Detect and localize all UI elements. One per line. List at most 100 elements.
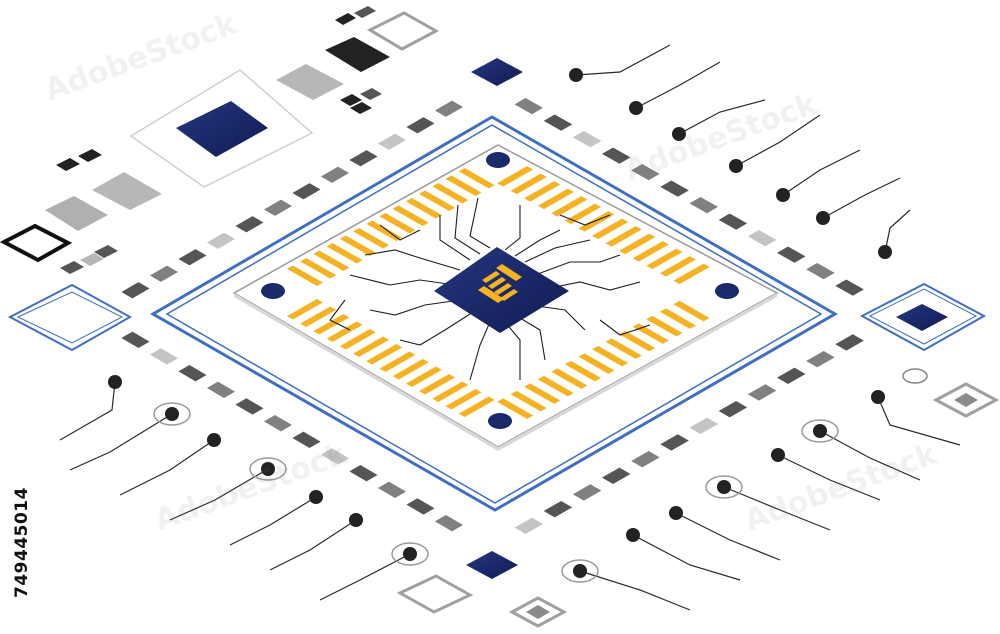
pin (631, 163, 660, 181)
gold-pad (578, 353, 615, 374)
gold-pad (458, 396, 495, 417)
gold-pad (537, 188, 574, 210)
pin (121, 331, 150, 348)
pin (149, 348, 179, 365)
gold-pad (432, 381, 469, 402)
gold-pad (326, 321, 363, 342)
pin (572, 484, 602, 501)
pin (602, 467, 631, 484)
pin (660, 180, 689, 197)
pin (320, 166, 350, 183)
pin (349, 150, 378, 167)
pin (434, 100, 464, 117)
gold-pad (379, 351, 416, 372)
gold-pad (619, 330, 656, 352)
pin (514, 97, 543, 115)
gold-pad (659, 256, 696, 277)
outer-traces (59, 44, 961, 611)
pin (660, 434, 689, 451)
pin (320, 448, 350, 465)
gold-pad (432, 183, 469, 204)
side-components (0, 6, 1000, 628)
pin (543, 500, 573, 518)
stock-id-label: 749445014 (6, 398, 32, 598)
gold-pad (659, 308, 696, 329)
pin (747, 229, 777, 247)
gold-pad (286, 265, 323, 286)
gold-pad (619, 233, 656, 255)
via-dot-icon (261, 152, 739, 429)
pin (434, 514, 464, 532)
gold-pad (510, 390, 547, 412)
outer-frame (149, 115, 839, 512)
stock-id-text: 749445014 (12, 487, 32, 598)
gold-pad (392, 205, 429, 226)
gold-pad (445, 175, 482, 196)
pin (377, 481, 407, 498)
pin (121, 282, 150, 299)
gold-pad (673, 263, 710, 285)
gold-pad (632, 323, 669, 344)
gold-pad (392, 359, 429, 380)
gold-pad (497, 166, 534, 187)
gold-pad (419, 190, 456, 211)
chip-icon (434, 247, 569, 333)
pin (263, 414, 293, 432)
pin (543, 114, 573, 131)
gold-pad (551, 368, 588, 389)
pin (718, 213, 748, 230)
gold-pad (524, 181, 561, 202)
gold-pad (445, 389, 482, 410)
pin (292, 183, 321, 200)
gold-pad (632, 241, 669, 262)
gold-pad (537, 375, 574, 397)
gold-pad (592, 345, 629, 367)
pin (349, 464, 378, 482)
gold-pad (339, 235, 376, 256)
gold-pad (379, 213, 416, 234)
gold-pad (300, 306, 337, 327)
gold-pad (646, 248, 683, 270)
pin (806, 350, 835, 368)
ring-vias (153, 402, 839, 583)
pin (406, 498, 435, 515)
circuit-trace-icon (329, 197, 651, 381)
gold-pad (326, 243, 363, 264)
gold-pad (353, 336, 389, 357)
pin (235, 398, 264, 415)
pin (572, 130, 602, 148)
pin (178, 249, 207, 266)
gold-pad (592, 218, 629, 240)
pin (235, 216, 264, 233)
gold-pad (564, 360, 601, 382)
gold-pad (286, 299, 323, 320)
pin (718, 400, 748, 418)
pin (835, 334, 864, 351)
pin (689, 196, 718, 214)
pin (806, 262, 835, 280)
pin (263, 199, 293, 216)
pin (206, 381, 236, 398)
pin (406, 117, 435, 134)
gold-pad (646, 315, 683, 337)
pin (149, 265, 179, 282)
gold-pad (551, 196, 588, 217)
gold-pad (605, 338, 642, 359)
pin (631, 450, 660, 468)
gold-pad (419, 374, 456, 395)
pin (377, 133, 407, 150)
pin (777, 246, 806, 263)
via-dots-outer (108, 68, 892, 542)
gold-pad (339, 329, 376, 350)
pin (835, 279, 864, 296)
pin (514, 517, 543, 534)
pin-rows (121, 97, 864, 534)
gold-pad (405, 198, 442, 219)
pin (777, 367, 806, 384)
gold-pad (524, 383, 561, 404)
gold-pad (313, 314, 350, 335)
pin (747, 384, 777, 401)
gold-pad (497, 398, 534, 419)
gold-pads (286, 166, 710, 419)
